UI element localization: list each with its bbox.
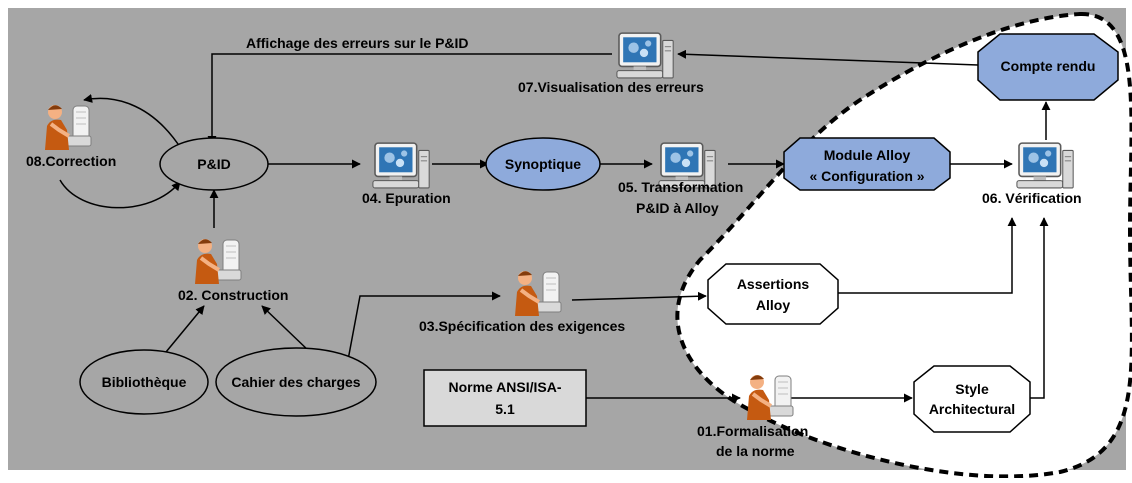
edge-bibliotheque-to-construction [165,305,205,353]
node-compte-rendu [977,33,1119,101]
step-verification: 06. Vérification [982,190,1082,206]
node-style-architectural [913,365,1031,433]
step-visualisation: 07.Visualisation des erreurs [518,79,704,95]
node-style-line2: Architectural [929,401,1015,417]
edge-cahier-to-specification [347,291,501,361]
node-assertions-alloy [707,263,839,325]
step-formalisation-line1: 01.Formalisation [697,423,808,439]
step-transformation-line2: P&ID à Alloy [636,200,719,216]
node-module-alloy-line2: « Configuration » [809,168,924,184]
step-epuration: 04. Epuration [362,190,451,206]
step-formalisation-line2: de la norme [716,443,795,459]
node-pid [159,137,269,191]
edge-compte-rendu-to-visualisation [677,49,979,66]
node-compte-rendu-label: Compte rendu [1001,58,1096,74]
edge-pid-to-correction [83,94,183,151]
node-norme-line2: 5.1 [495,401,515,417]
step-specification: 03.Spécification des exigences [419,318,625,334]
node-synoptique [485,137,601,191]
node-cahier-label: Cahier des charges [231,374,360,390]
edge-assertions-to-verification [838,217,1017,294]
step-correction: 08.Correction [26,153,116,169]
edge-specification-to-assertions [571,291,707,301]
edge-style-to-verification [1030,217,1049,399]
node-norme-line1: Norme ANSI/ISA- [448,379,561,395]
node-norme [423,369,587,427]
alloy-boundary-dashed [675,11,1132,479]
edge-label-affichage: Affichage des erreurs sur le P&ID [246,35,469,51]
node-style-line1: Style [955,381,989,397]
node-assertions-line2: Alloy [756,297,790,313]
edge-visualisation-to-pid [207,53,612,145]
node-cahier-des-charges [215,347,377,417]
edge-correction-to-pid [59,179,181,209]
step-transformation-line1: 05. Transformation [618,179,743,195]
edge-cahier-to-construction [261,305,311,353]
step-construction: 02. Construction [178,287,288,303]
node-pid-label: P&ID [197,156,230,172]
node-bibliotheque [79,349,209,415]
node-bibliotheque-label: Bibliothèque [102,374,187,390]
node-module-alloy-line1: Module Alloy [824,147,911,163]
edges [59,49,1051,403]
node-assertions-line1: Assertions [737,276,810,292]
node-synoptique-label: Synoptique [505,156,581,172]
node-module-alloy [783,137,951,191]
